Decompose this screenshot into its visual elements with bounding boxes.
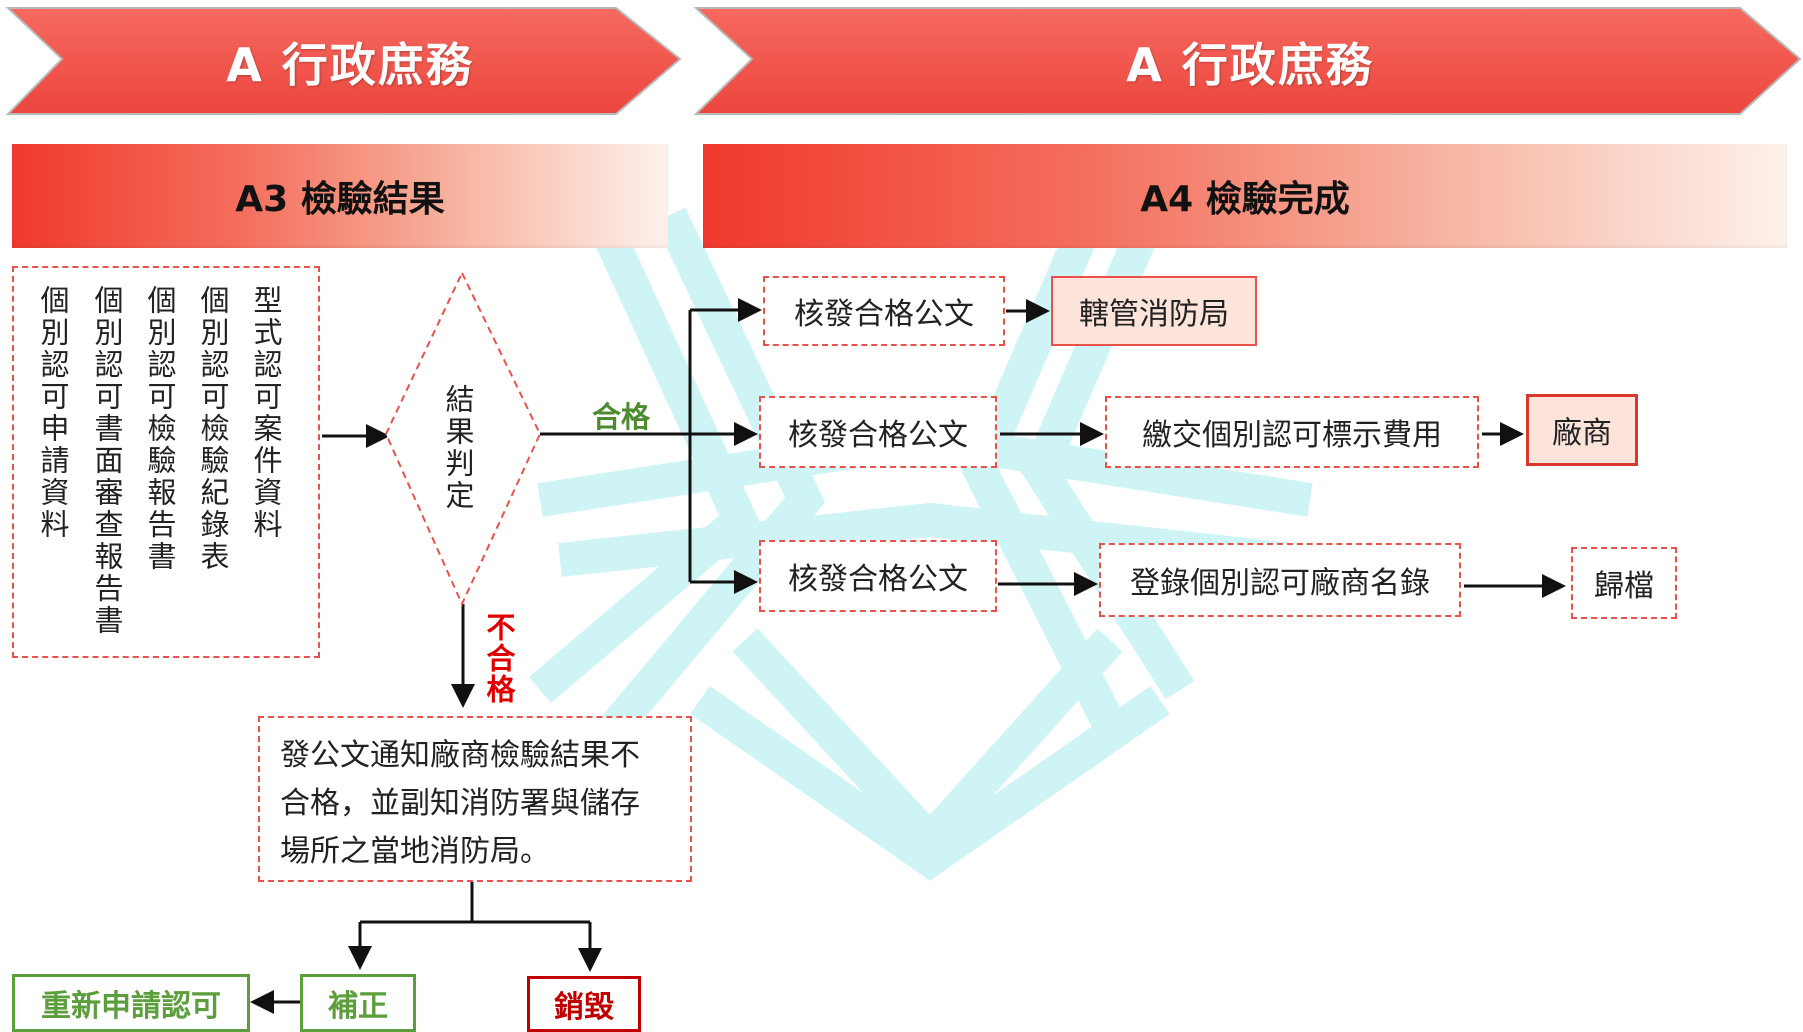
pass-label: 合格 [592, 400, 651, 434]
row2-issue-certificate: 核發合格公文 [759, 396, 997, 468]
fail-notice-line-1: 發公文通知廠商檢驗結果不 [280, 738, 640, 773]
right-banner-title: A 行政庶務 [1126, 38, 1374, 92]
row3-issue-certificate: 核發合格公文 [759, 540, 997, 612]
decision-label: 結果判定 [441, 384, 475, 512]
a3-section-title: A3 檢驗結果 [235, 179, 445, 220]
correction-box: 補正 [300, 974, 416, 1032]
a3-section-bar: A3 檢驗結果 [12, 144, 668, 248]
reapply-box: 重新申請認可 [12, 974, 250, 1032]
fail-label: 不合格 [482, 612, 516, 705]
row2-pay-label-fee: 繳交個別認可標示費用 [1105, 396, 1479, 468]
fail-notice-line-2: 合格，並副知消防署與儲存 [280, 786, 640, 821]
doc-type-approval-data: 型式認可案件資料 [249, 285, 283, 541]
destroy-box: 銷毀 [527, 976, 641, 1032]
fail-notice-line-3: 場所之當地消防局。 [280, 834, 550, 869]
doc-application-data: 個別認可申請資料 [36, 285, 70, 541]
doc-inspection-record: 個別認可檢驗紀錄表 [196, 285, 230, 573]
doc-written-review-report: 個別認可書面審查報告書 [90, 285, 124, 637]
row1-issue-certificate: 核發合格公文 [763, 276, 1005, 346]
input-documents-box [12, 266, 320, 658]
a4-section-bar: A4 檢驗完成 [703, 144, 1787, 248]
row2-manufacturer: 廠商 [1526, 394, 1638, 466]
fail-notice-box: 發公文通知廠商檢驗結果不 合格，並副知消防署與儲存 場所之當地消防局。 [258, 716, 692, 882]
left-banner-chevron [5, 7, 682, 115]
right-banner-chevron [693, 7, 1802, 115]
a4-section-title: A4 檢驗完成 [1140, 179, 1350, 220]
decision-diamond [384, 270, 542, 607]
doc-inspection-report: 個別認可檢驗報告書 [143, 285, 177, 573]
row1-fire-department: 轄管消防局 [1051, 276, 1257, 346]
left-banner-title: A 行政庶務 [226, 38, 474, 92]
row3-register-manufacturer-list: 登錄個別認可廠商名錄 [1099, 543, 1461, 617]
row3-archive: 歸檔 [1571, 547, 1677, 619]
